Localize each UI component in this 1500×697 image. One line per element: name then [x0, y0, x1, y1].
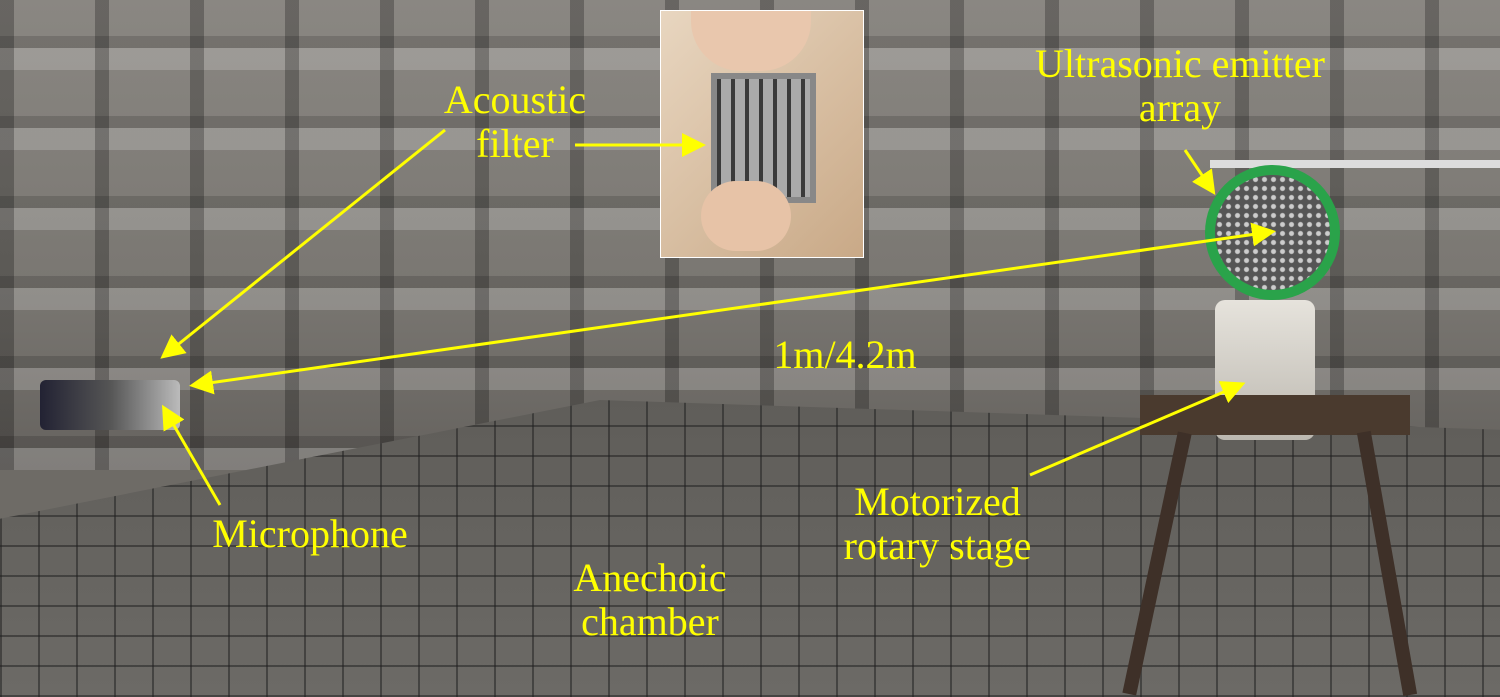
label-distance: 1m/4.2m	[773, 332, 917, 377]
support-rod	[1210, 160, 1500, 168]
label-acoustic-filter: Acoustic filter	[443, 77, 587, 166]
label-anechoic-chamber: Anechoic chamber	[573, 555, 727, 644]
finger	[691, 11, 811, 71]
arrow-microphone	[161, 404, 222, 506]
label-emitter-array: Ultrasonic emitter array	[1035, 41, 1325, 130]
acoustic-filter-cube	[711, 73, 816, 203]
arrow-distance	[189, 222, 1276, 395]
label-rotary-stage: Motorized rotary stage	[843, 479, 1032, 568]
arrow-emitter	[1183, 149, 1216, 195]
label-microphone: Microphone	[212, 511, 408, 556]
microphone	[40, 380, 180, 430]
stool-top	[1140, 395, 1410, 435]
arrow-filter-mic	[160, 128, 446, 359]
arrow-stage	[1029, 381, 1246, 477]
